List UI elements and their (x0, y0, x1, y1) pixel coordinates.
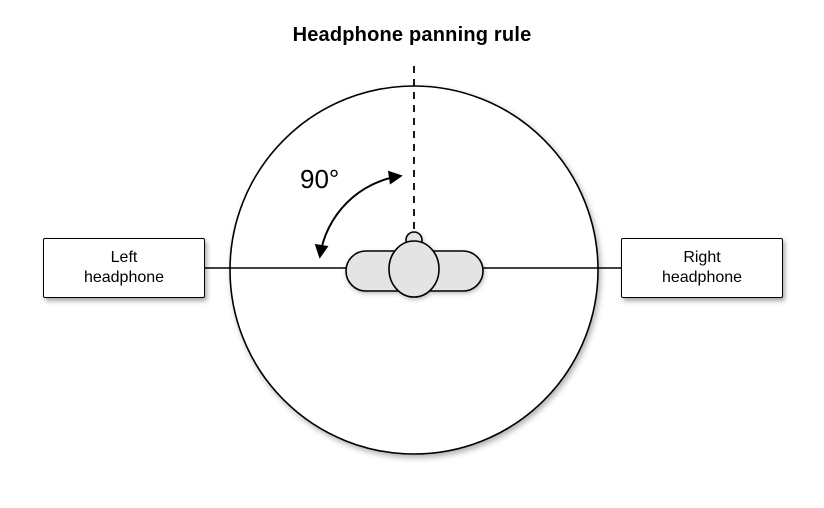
right-headphone-label-box: Right headphone (621, 238, 783, 298)
angle-label: 90° (300, 164, 340, 194)
right-headphone-label-line1: Right (683, 248, 721, 266)
diagram-title: Headphone panning rule (292, 24, 532, 46)
left-headphone-label-line2: headphone (83, 269, 165, 286)
left-headphone-label-line1: Left (110, 248, 138, 266)
angle-arc-arrow (314, 170, 403, 259)
left-headphone-label-box: Left headphone (43, 238, 205, 298)
listener-figure (345, 231, 484, 298)
right-headphone-label-line2: headphone (661, 269, 743, 286)
listener-head-icon (388, 240, 440, 298)
